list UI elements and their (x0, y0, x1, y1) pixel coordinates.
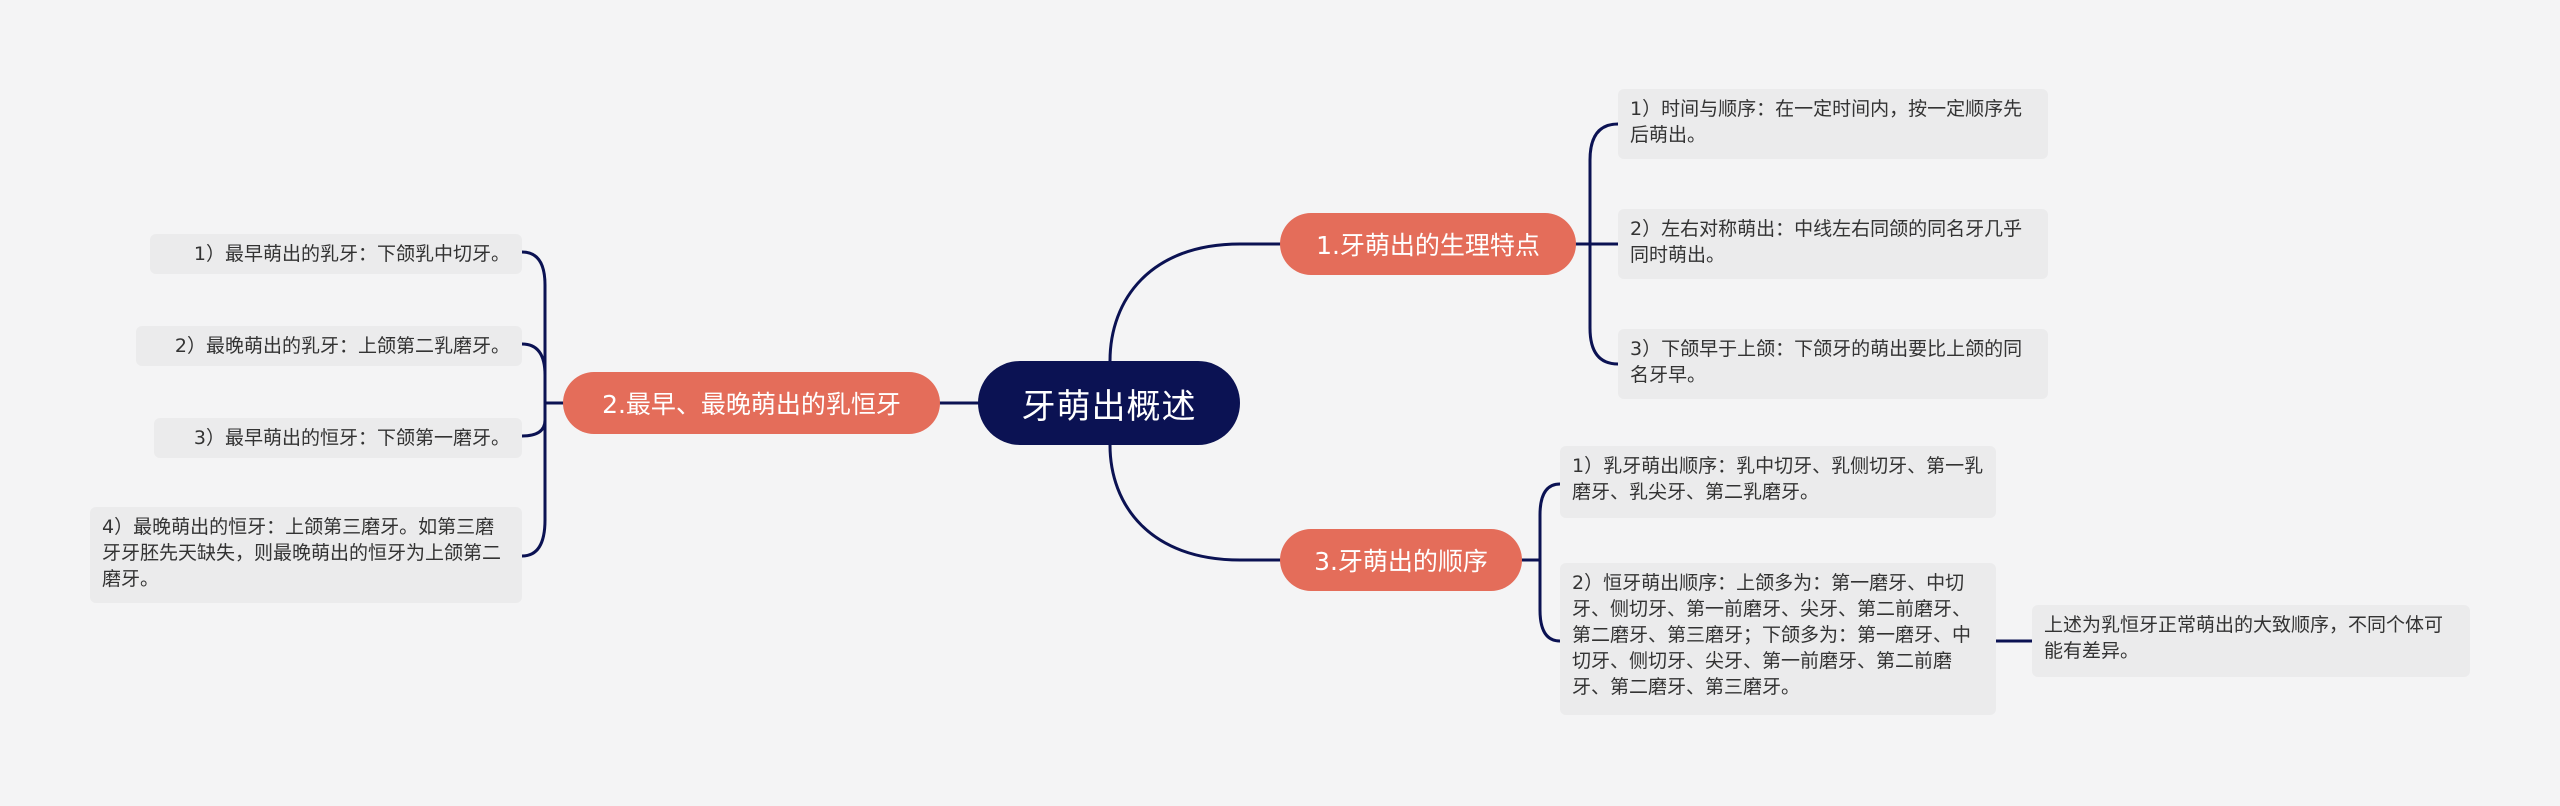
branch-topic-2[interactable]: 2.最早、最晚萌出的乳恒牙 (563, 372, 940, 434)
branch-topic-3[interactable]: 3.牙萌出的顺序 (1280, 529, 1522, 591)
connector-branch-2-leaf-3 (520, 401, 547, 438)
connector-branch-2-leaf-1 (520, 250, 547, 405)
branch-topic-1[interactable]: 1.牙萌出的生理特点 (1280, 213, 1576, 275)
branch-3-leaf-1[interactable]: 1）乳牙萌出顺序：乳中切牙、乳侧切牙、第一乳磨牙、乳尖牙、第二乳磨牙。 (1560, 446, 1996, 518)
connector-branch-3-leaf-1 (1538, 482, 1562, 562)
branch-1-leaf-2[interactable]: 2）左右对称萌出：中线左右同颌的同名牙几乎同时萌出。 (1618, 209, 2048, 279)
branch-2-leaf-1[interactable]: 1）最早萌出的乳牙：下颌乳中切牙。 (150, 234, 522, 274)
connector-root-branch-3 (1108, 443, 1282, 562)
connector-root-branch-1 (1108, 242, 1282, 363)
branch-1-leaf-1[interactable]: 1）时间与顺序：在一定时间内，按一定顺序先后萌出。 (1618, 89, 2048, 159)
connector-branch-1-leaf-1 (1588, 122, 1620, 246)
root-topic[interactable]: 牙萌出概述 (978, 361, 1240, 445)
branch-1-leaf-3[interactable]: 3）下颌早于上颌：下颌牙的萌出要比上颌的同名牙早。 (1618, 329, 2048, 399)
branch-3-note[interactable]: 上述为乳恒牙正常萌出的大致顺序，不同个体可能有差异。 (2032, 605, 2470, 677)
connector-branch-3-leaf-2 (1538, 558, 1562, 643)
branch-3-leaf-2[interactable]: 2）恒牙萌出顺序：上颌多为：第一磨牙、中切牙、侧切牙、第一前磨牙、尖牙、第二前磨… (1560, 563, 1996, 715)
branch-2-leaf-4[interactable]: 4）最晚萌出的恒牙：上颌第三磨牙。如第三磨牙牙胚先天缺失，则最晚萌出的恒牙为上颌… (90, 507, 522, 603)
connector-branch-2-leaf-4 (520, 401, 547, 558)
connector-branch-2-leaf-2 (520, 342, 547, 405)
connector-branch-1-leaf-3 (1588, 242, 1620, 366)
branch-2-leaf-2[interactable]: 2）最晚萌出的乳牙：上颌第二乳磨牙。 (136, 326, 522, 366)
branch-2-leaf-3[interactable]: 3）最早萌出的恒牙：下颌第一磨牙。 (154, 418, 522, 458)
